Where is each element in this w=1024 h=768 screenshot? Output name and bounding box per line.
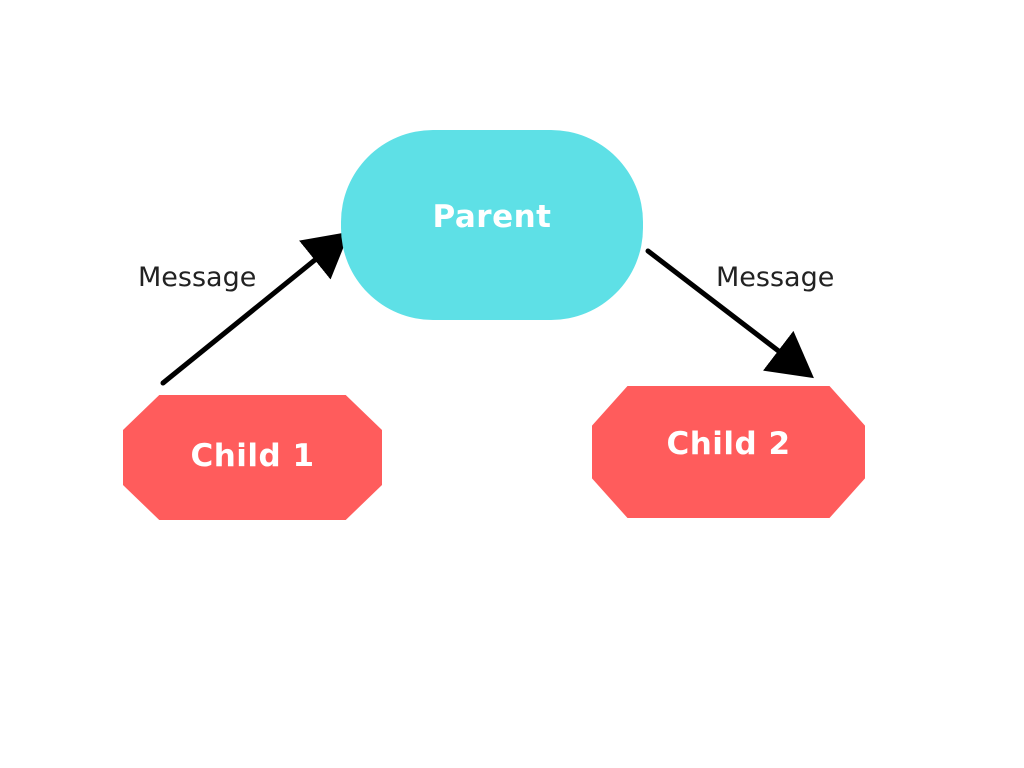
arrow-parent-to-child2 xyxy=(645,248,814,379)
edge-label-child1-parent: Message xyxy=(138,262,257,293)
child-1-node-label: Child 1 xyxy=(190,437,315,474)
edge-label-parent-child2: Message xyxy=(716,262,835,293)
parent-node-label: Parent xyxy=(432,199,552,235)
child-1-node: Child 1 xyxy=(123,395,382,520)
parent-node: Parent xyxy=(341,130,643,320)
child-2-node-label: Child 2 xyxy=(666,426,791,462)
arrow-child1-to-parent xyxy=(160,231,350,386)
child-2-node: Child 2 xyxy=(592,386,865,518)
